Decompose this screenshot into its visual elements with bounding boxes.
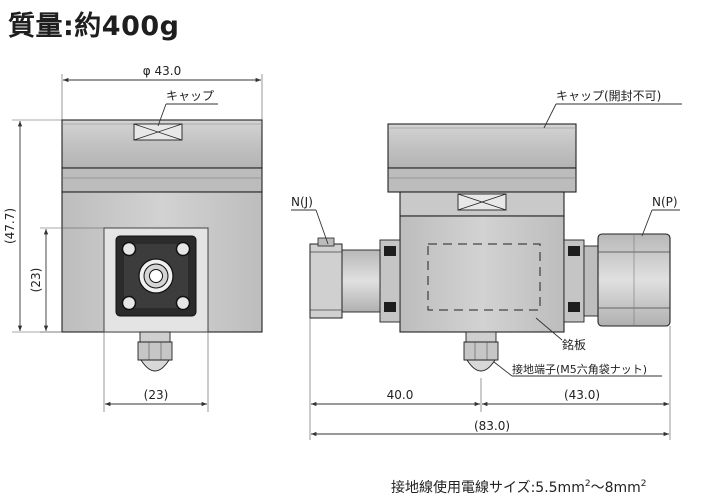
outlet-fitting (563, 233, 671, 327)
nameplate (427, 243, 541, 311)
front-cap-label: キャップ (166, 89, 214, 103)
side-cap-label: キャップ(開封不可) (556, 89, 661, 103)
wire-spec-note: 接地線使用電線サイズ:5.5mm2～8mm2 (391, 477, 647, 497)
dim-left-label: 40.0 (387, 388, 414, 402)
diameter-label: φ 43.0 (143, 64, 181, 78)
wire-spec-sup1: 2 (584, 479, 591, 489)
dim-right-label: (43.0) (564, 388, 600, 402)
nameplate-label: 銘板 (562, 337, 586, 352)
wire-spec-prefix: 接地線使用電線サイズ:5.5mm (391, 480, 585, 496)
side-view: キャップ(開封不可) N(J) N(P) (291, 89, 682, 440)
inlet-label: N(J) (291, 195, 313, 209)
front-ground-nut (137, 331, 173, 372)
wire-spec-middle: ～8mm (590, 480, 641, 496)
side-cap (387, 123, 577, 169)
terminal-width-label: (23) (144, 388, 169, 402)
side-body (399, 215, 565, 333)
ground-terminal-label: 接地端子(M5六角袋ナット) (512, 362, 647, 376)
terminal-height-label: (23) (29, 268, 43, 293)
side-ground-nut (463, 331, 499, 372)
outlet-label: N(P) (652, 195, 678, 209)
drawing-title: 質量:約400g (8, 11, 180, 42)
front-view: φ 43.0 キャップ (3, 64, 263, 412)
height-label: (47.7) (3, 208, 17, 244)
wire-spec-sup2: 2 (640, 479, 647, 489)
dim-total-label: (83.0) (474, 419, 510, 433)
inlet-fitting (309, 237, 401, 323)
